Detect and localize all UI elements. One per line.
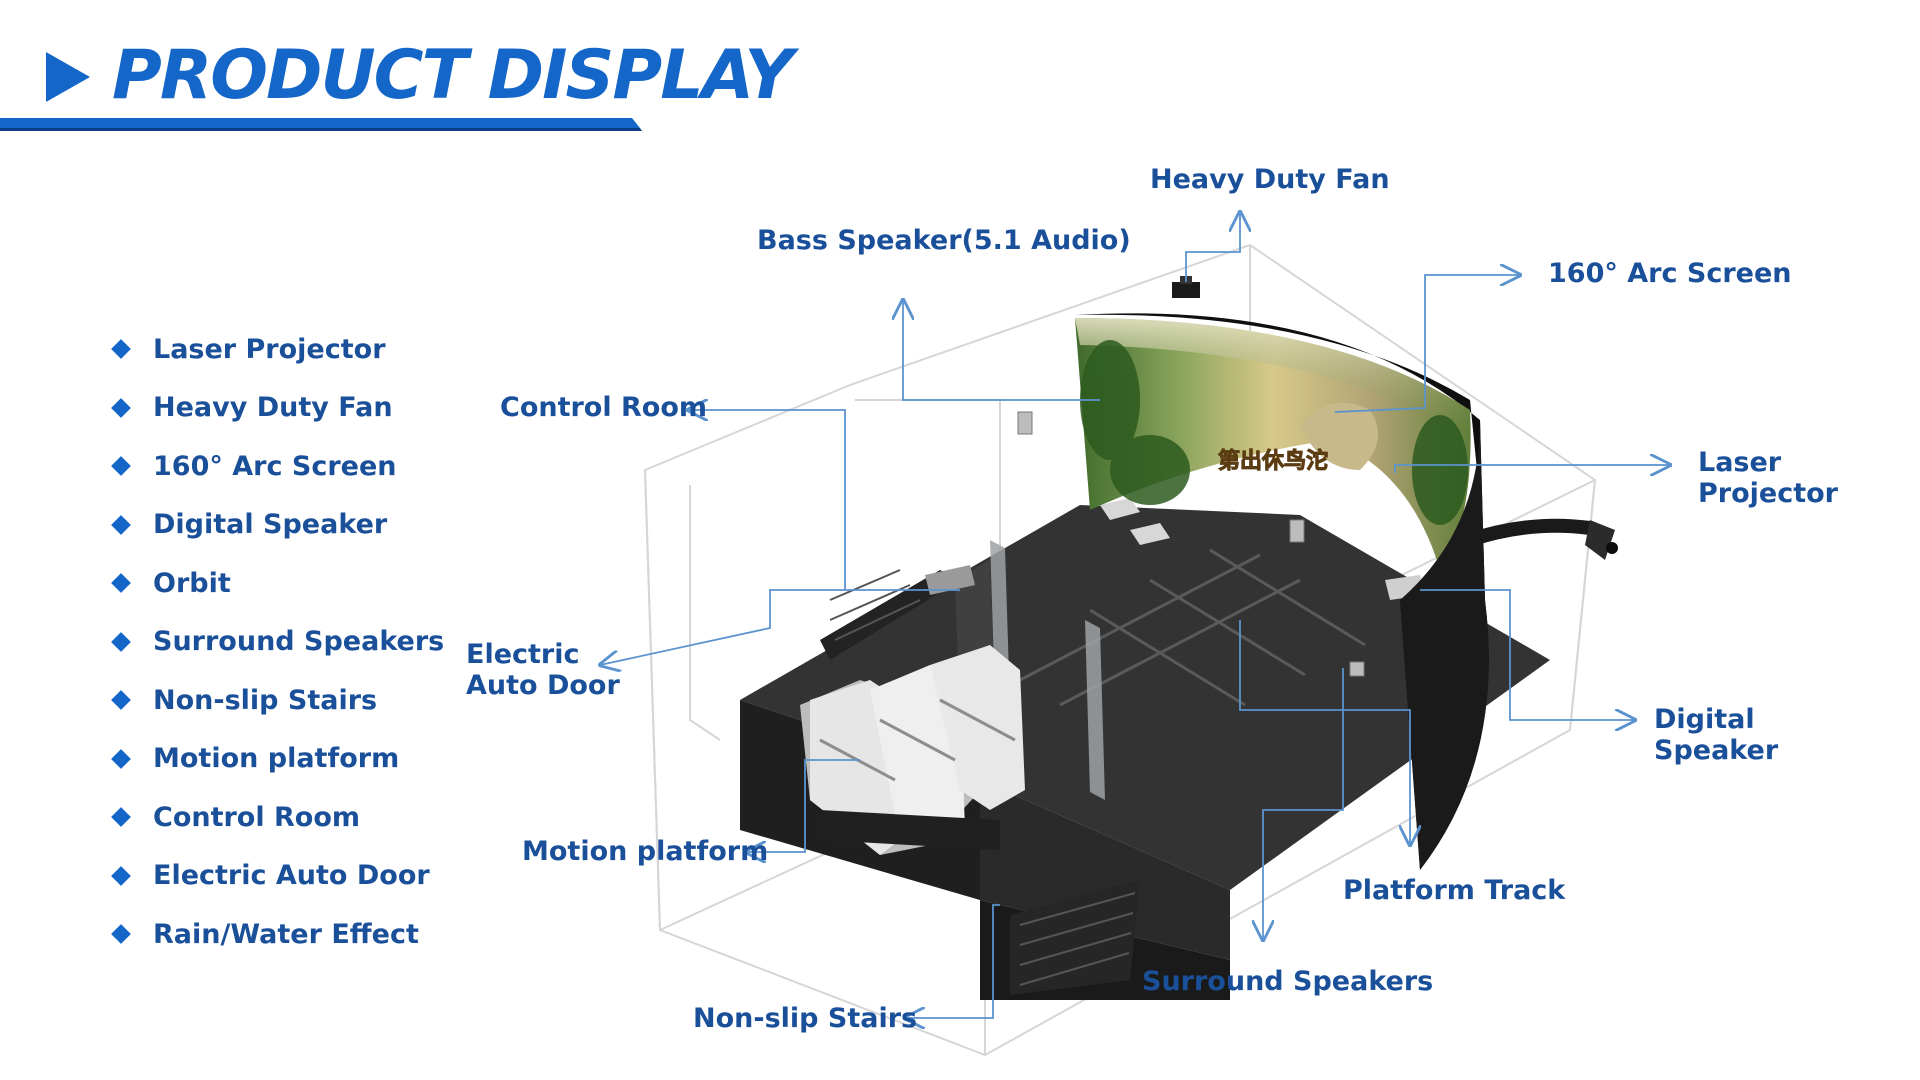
callout-digital-line-2: Speaker xyxy=(1654,735,1779,766)
feature-label: Electric Auto Door xyxy=(153,860,430,892)
callout-laser-projector: Laser Projector xyxy=(1698,447,1838,509)
list-item: Laser Projector xyxy=(110,320,444,379)
callout-control-room: Control Room xyxy=(500,392,708,423)
feature-label: Heavy Duty Fan xyxy=(153,392,393,424)
callout-motion-platform: Motion platform xyxy=(522,836,769,867)
feature-label: Digital Speaker xyxy=(153,509,388,541)
callout-door-line-2: Auto Door xyxy=(466,670,620,701)
feature-label: Control Room xyxy=(153,801,361,833)
page-title: PRODUCT DISPLAY xyxy=(112,36,794,115)
callout-heavy-duty-fan: Heavy Duty Fan xyxy=(1150,164,1390,195)
screen-caption: 第出休鸟沱 xyxy=(1218,448,1328,474)
list-item: Rain/Water Effect xyxy=(110,905,444,964)
header-underline xyxy=(0,118,642,131)
callout-bass-speaker: Bass Speaker(5.1 Audio) xyxy=(757,225,1131,256)
floor-platform xyxy=(740,505,1550,1000)
list-item: Heavy Duty Fan xyxy=(110,379,444,438)
callout-non-slip-stairs: Non-slip Stairs xyxy=(693,1003,918,1034)
feature-label: Laser Projector xyxy=(153,333,386,365)
feature-label: Non-slip Stairs xyxy=(153,684,378,716)
feature-list: Laser Projector Heavy Duty Fan 160° Arc … xyxy=(110,320,444,964)
speakers xyxy=(925,411,1425,677)
list-item: Digital Speaker xyxy=(110,496,444,555)
play-triangle-icon xyxy=(46,52,90,102)
callout-platform-track: Platform Track xyxy=(1343,875,1566,906)
arc-screen: 第出休鸟沱 xyxy=(1075,313,1489,870)
list-item: Motion platform xyxy=(110,730,444,789)
callout-laser-line-1: Laser xyxy=(1698,447,1782,478)
laser-projector xyxy=(1467,518,1618,560)
callout-door-line-1: Electric xyxy=(466,639,580,670)
callout-digital-line-1: Digital xyxy=(1654,704,1755,735)
callout-surround-speakers: Surround Speakers xyxy=(1142,966,1434,997)
leader-lines xyxy=(600,212,1670,1018)
list-item: 160° Arc Screen xyxy=(110,437,444,496)
feature-label: Orbit xyxy=(153,567,231,599)
list-item: Surround Speakers xyxy=(110,613,444,672)
callout-laser-line-2: Projector xyxy=(1698,478,1838,509)
list-item: Control Room xyxy=(110,788,444,847)
callout-arc-screen: 160° Arc Screen xyxy=(1548,258,1792,289)
list-item: Orbit xyxy=(110,554,444,613)
feature-label: Surround Speakers xyxy=(153,626,445,658)
feature-label: Motion platform xyxy=(153,743,400,775)
list-item: Electric Auto Door xyxy=(110,847,444,906)
feature-label: Rain/Water Effect xyxy=(153,918,419,950)
motion-seats xyxy=(800,645,1025,855)
page-header: PRODUCT DISPLAY xyxy=(0,0,794,140)
callout-electric-auto-door: Electric Auto Door xyxy=(466,639,620,701)
feature-label: 160° Arc Screen xyxy=(153,450,397,482)
callout-digital-speaker: Digital Speaker xyxy=(1654,704,1778,766)
list-item: Non-slip Stairs xyxy=(110,671,444,730)
